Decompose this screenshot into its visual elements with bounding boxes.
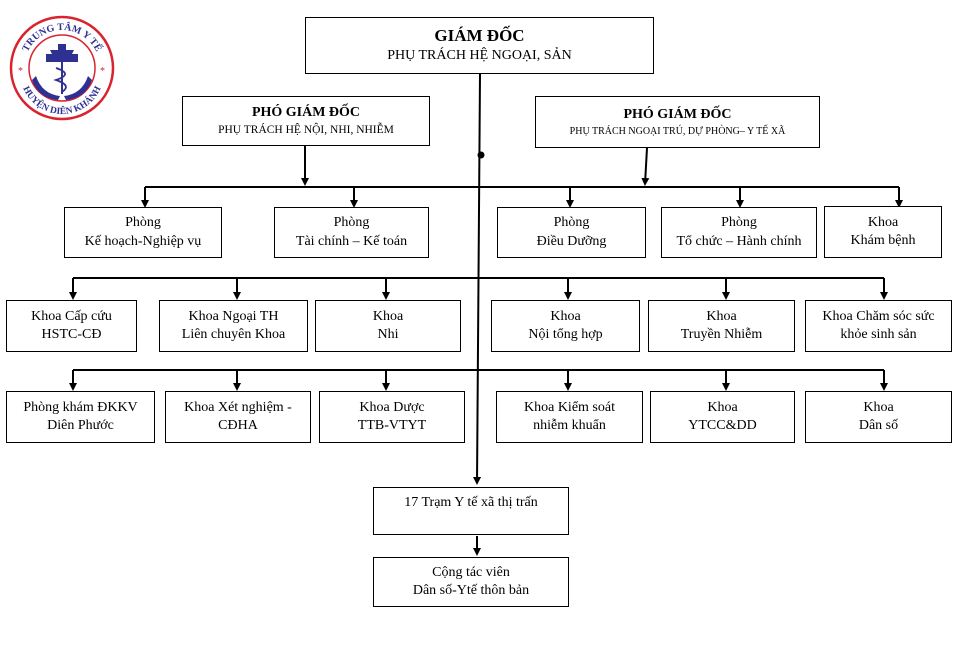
unit-line2: TTB-VTYT [357,418,427,433]
deputy-left-title: PHÓ GIÁM ĐỐC [251,105,361,121]
unit-planning: Phòng Kế hoạch-Nghiệp vụ [64,207,222,258]
unit-infection-control: Khoa Kiểm soát nhiễm khuẩn [496,391,643,443]
unit-line1: Phòng [721,215,757,231]
unit-line1: Khoa Ngoại TH [188,308,279,324]
unit-examination: Khoa Khám bệnh [824,206,942,258]
unit-line1: Khoa [550,308,581,324]
unit-line1: Khoa Kiểm soát [524,399,615,415]
unit-line1: Khoa [867,214,899,230]
unit-line2: Nội tổng hợp [528,327,603,342]
unit-internal-medicine: Khoa Nội tổng hợp [491,300,640,352]
unit-line2: Kế hoạch-Nghiệp vụ [84,233,202,249]
collaborator-line1: Cộng tác viên [432,564,510,580]
unit-line2: khỏe sinh sản [840,327,917,342]
unit-finance: Phòng Tài chính – Kế toán [274,207,429,258]
unit-line1: Khoa Cấp cứu [31,308,112,324]
unit-line2: Tài chính – Kế toán [295,233,408,249]
unit-line1: Khoa Chăm sóc sức [822,308,935,324]
director-title: GIÁM ĐỐC [434,26,525,46]
unit-regional-clinic: Phòng khám ĐKKV Diên Phước [6,391,155,443]
unit-reproductive-health: Khoa Chăm sóc sức khỏe sinh sản [805,300,952,352]
director-subtitle: PHỤ TRÁCH HỆ NGOẠI, SẢN [387,48,572,64]
unit-line2: Điều Dưỡng [536,233,607,249]
unit-line1: Phòng [333,215,370,231]
unit-infectious-disease: Khoa Truyền Nhiễm [648,300,795,352]
unit-line2: Diên Phước [47,418,114,433]
unit-line1: Khoa Xét nghiệm - [184,399,292,415]
unit-line1: Khoa Dược [359,399,425,415]
unit-administration: Phòng Tổ chức – Hành chính [661,207,817,258]
deputy-director-left-box: PHÓ GIÁM ĐỐC PHỤ TRÁCH HỆ NỘI, NHI, NHIỄ… [182,96,430,146]
deputy-left-subtitle: PHỤ TRÁCH HỆ NỘI, NHI, NHIỄM [218,123,394,136]
unit-line1: Khoa [706,308,737,324]
unit-laboratory: Khoa Xét nghiệm - CĐHA [165,391,311,443]
unit-line1: Khoa [707,399,738,415]
unit-public-health: Khoa YTCC&DD [650,391,795,443]
unit-line2: nhiễm khuẩn [533,418,606,433]
unit-line2: HSTC-CĐ [41,327,102,342]
unit-line1: Phòng [553,215,590,231]
unit-pharmacy: Khoa Dược TTB-VTYT [319,391,465,443]
unit-population: Khoa Dân số [805,391,952,443]
unit-line2: Truyền Nhiễm [680,327,763,342]
unit-line1: Khoa [863,399,894,415]
commune-label: 17 Trạm Y tế xã thị trấn [404,495,538,510]
unit-line2: YTCC&DD [688,418,757,433]
unit-line1: Phòng [125,215,161,231]
medical-center-logo: TRUNG TÂM Y TẾ HUYỆN DIÊN KHÁNH * * [9,15,115,121]
unit-nursing: Phòng Điều Dưỡng [497,207,646,258]
svg-text:*: * [18,66,23,77]
deputy-right-title: PHÓ GIÁM ĐỐC [623,107,732,123]
collaborators-box: Cộng tác viên Dân số-Ytế thôn bản [373,557,569,607]
unit-line2: CĐHA [218,418,258,433]
unit-line2: Liên chuyên Khoa [181,327,286,342]
unit-line1: Khoa [372,308,404,324]
unit-line2: Khám bệnh [850,233,916,248]
unit-surgery: Khoa Ngoại TH Liên chuyên Khoa [159,300,308,352]
unit-line2: Dân số [858,418,899,433]
unit-emergency: Khoa Cấp cứu HSTC-CĐ [6,300,137,352]
collaborator-line2: Dân số-Ytế thôn bản [412,583,530,598]
unit-line2: Tổ chức – Hành chính [676,233,802,249]
unit-pediatrics: Khoa Nhi [315,300,461,352]
deputy-director-right-box: PHÓ GIÁM ĐỐC PHỤ TRÁCH NGOẠI TRÚ, DỰ PHÒ… [535,96,820,148]
deputy-right-subtitle: PHỤ TRÁCH NGOẠI TRÚ, DỰ PHÒNG– Y TẾ XÃ [569,125,786,137]
commune-health-stations-box: 17 Trạm Y tế xã thị trấn [373,487,569,535]
svg-text:*: * [100,66,105,77]
unit-line2: Nhi [377,327,399,342]
director-box: GIÁM ĐỐC PHỤ TRÁCH HỆ NGOẠI, SẢN [305,17,654,74]
unit-line1: Phòng khám ĐKKV [23,399,138,415]
